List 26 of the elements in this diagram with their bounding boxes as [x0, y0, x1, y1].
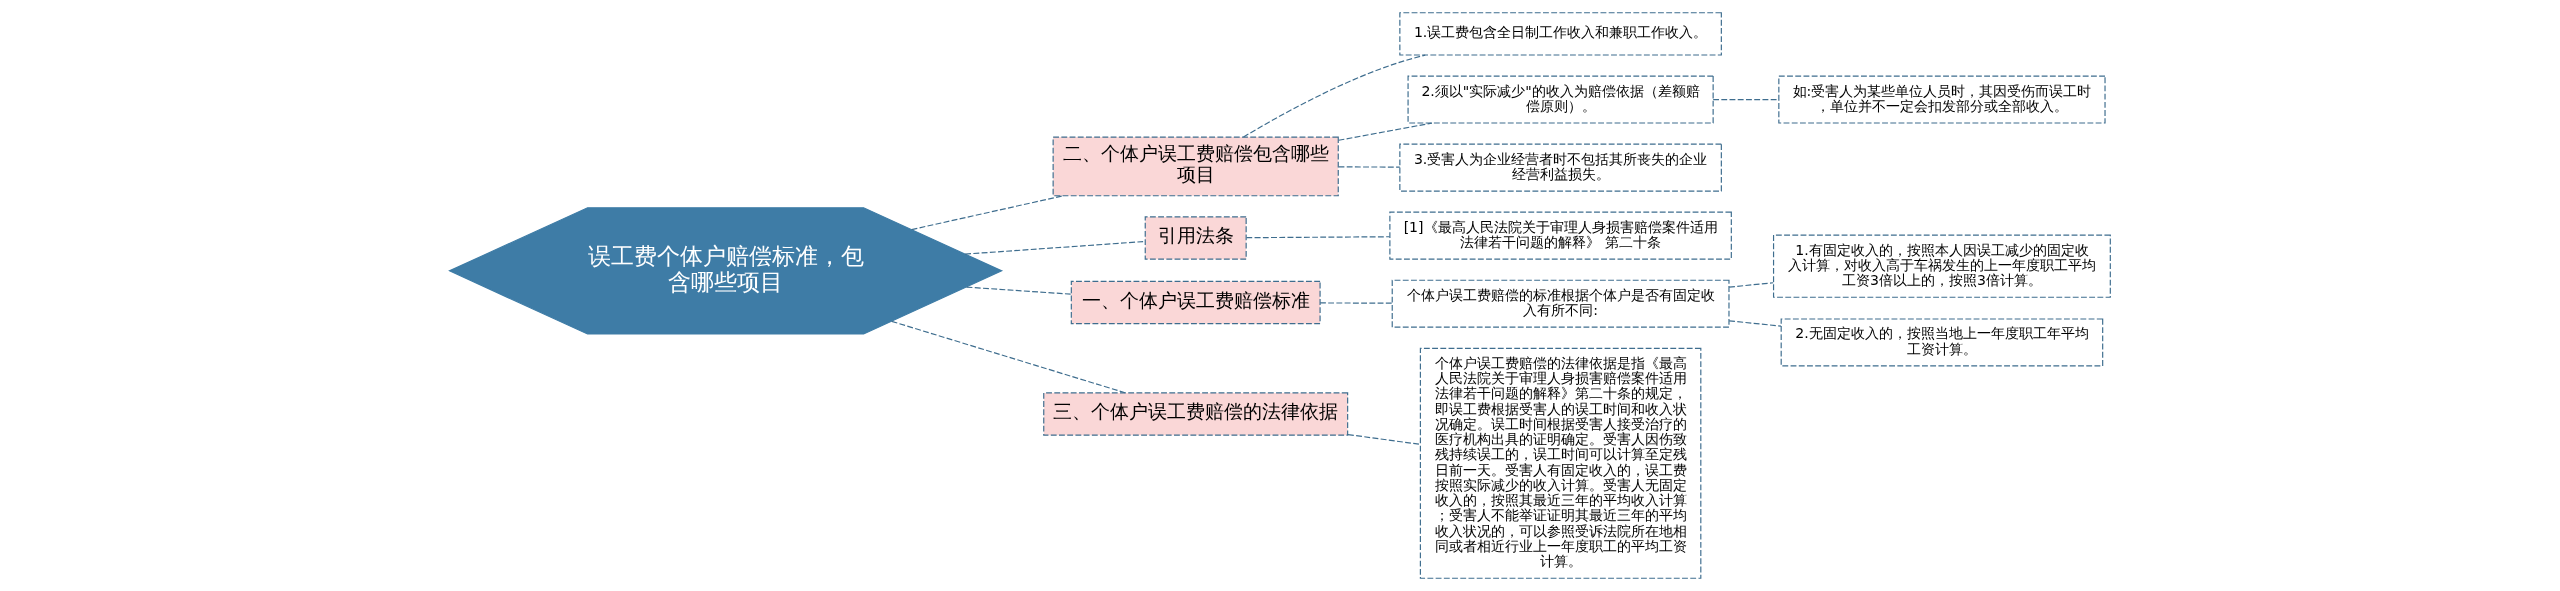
connector	[1242, 54, 1426, 138]
connector	[1245, 236, 1391, 239]
node-box: 个体户误工费赔偿的法律依据是指《最高人民法院关于审理人身损害赔偿案件适用法律若干问题的解释》第二十条的规定，即误工费根据受害人的误工时间和收入状况确定。误工时间根据受害人接受治疗的医疗机构出具的证明确定。受害人因伤致残持续误工的，误工时间可以计算至定残日前一天。受害人有固定收入的，误工费按照实际减少的收入计算。受害人无固定收入的，按照其最近三年的平均收入计算；受害人不能举证证明其最近三年的平均收入状况的，可以参照受诉法院所在地相同或者相近行业上一年度职工的平均工资计算。	[1419, 347, 1702, 579]
node-box: 1.有固定收入的，按照本人因误工减少的固定收入计算，对收入高于车祸发生的上一年度职工平均工资3倍以上的，按照3倍计算。	[1772, 234, 2111, 298]
connector	[1319, 302, 1393, 304]
node-box: 个体户误工费赔偿的标准根据个体户是否有固定收入有所不同:	[1391, 279, 1730, 328]
node-box: 3.受害人为企业经营者时不包括其所丧失的企业经营利益损失。	[1399, 143, 1722, 192]
node-box: [1]《最高人民法院关于审理人身损害赔偿案件适用法律若干问题的解释》 第二十条	[1389, 211, 1732, 260]
node-box: 如:受害人为某些单位人员时，其因受伤而误工时，单位并不一定会扣发部分或全部收入。	[1778, 75, 2106, 124]
connector	[1728, 282, 1774, 288]
node-box: 三、个体户误工费赔偿的法律依据	[1043, 392, 1349, 436]
node-box: 2.须以"实际减少"的收入为赔偿依据（差额赔偿原则）。	[1407, 75, 1714, 124]
connector	[1338, 166, 1401, 168]
node-box: 一、个体户误工费赔偿标准	[1070, 280, 1321, 325]
connector	[965, 286, 1072, 295]
node-box: 1.误工费包含全日制工作收入和兼职工作收入。	[1399, 12, 1722, 56]
connector	[1728, 320, 1782, 327]
node-box: 二、个体户误工费赔偿包含哪些项目	[1052, 136, 1339, 197]
connector	[911, 195, 1064, 231]
connector	[964, 240, 1146, 255]
node-box: 2.无固定收入的，按照当地上一年度职工年平均工资计算。	[1780, 318, 2104, 367]
node-box: 引用法条	[1144, 216, 1247, 260]
connector	[1347, 433, 1421, 445]
connector	[891, 320, 1126, 394]
connector	[1712, 98, 1780, 101]
connector	[1338, 122, 1433, 141]
